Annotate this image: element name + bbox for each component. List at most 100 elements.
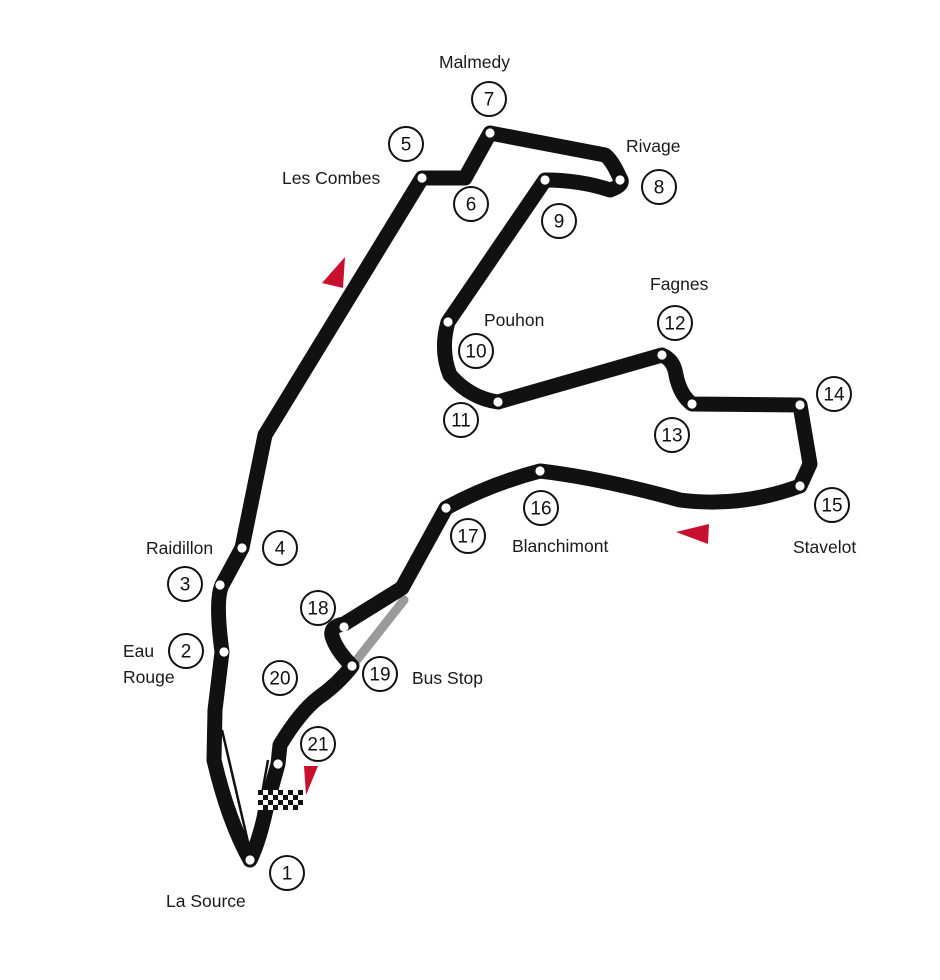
corner-badge-10: 10 bbox=[458, 333, 494, 369]
checker-square bbox=[268, 790, 273, 795]
corner-badge-circle bbox=[167, 566, 203, 602]
corner-name-10: Pouhon bbox=[484, 310, 544, 330]
corner-number: 20 bbox=[269, 669, 290, 690]
checker-square bbox=[283, 790, 288, 795]
corner-badge-2: 2 bbox=[168, 633, 204, 669]
checker-square bbox=[293, 795, 298, 800]
checker-square bbox=[263, 790, 268, 795]
corner-number: 12 bbox=[664, 314, 685, 335]
corner-node bbox=[215, 580, 225, 590]
corner-name-2-line2: Rouge bbox=[123, 667, 175, 687]
corner-node bbox=[273, 759, 283, 769]
corner-badge-19: 19 bbox=[362, 656, 398, 692]
corner-badge-circle bbox=[362, 656, 398, 692]
checker-square bbox=[288, 790, 293, 795]
corner-name-2-line1: Eau bbox=[123, 641, 154, 661]
corner-badge-circle bbox=[816, 376, 852, 412]
checker-square bbox=[298, 795, 303, 800]
corner-badge-circle bbox=[523, 490, 559, 526]
checker-square bbox=[258, 795, 263, 800]
corner-node bbox=[339, 622, 349, 632]
corner-node bbox=[245, 855, 255, 865]
checker-square bbox=[278, 800, 283, 805]
checker-square bbox=[273, 790, 278, 795]
checker-square bbox=[288, 800, 293, 805]
corner-badge-17: 17 bbox=[450, 518, 486, 554]
corner-badge-20: 20 bbox=[262, 660, 298, 696]
checker-square bbox=[268, 800, 273, 805]
corner-badge-16: 16 bbox=[523, 490, 559, 526]
track-main bbox=[206, 125, 818, 868]
corner-number: 7 bbox=[484, 90, 495, 111]
checker-square bbox=[258, 805, 263, 810]
checker-square bbox=[278, 790, 283, 795]
corner-badge-circle bbox=[450, 518, 486, 554]
checker-square bbox=[288, 795, 293, 800]
pit-entry-line bbox=[220, 729, 253, 856]
corner-badge-circle bbox=[262, 530, 298, 566]
corner-badge-21: 21 bbox=[300, 726, 336, 762]
corner-badge-8: 8 bbox=[641, 169, 677, 205]
corner-number: 14 bbox=[823, 385, 845, 406]
corner-badge-circle bbox=[262, 660, 298, 696]
checker-square bbox=[298, 800, 303, 805]
corner-badge-13: 13 bbox=[654, 417, 690, 453]
checker-square bbox=[283, 800, 288, 805]
corner-node bbox=[417, 173, 427, 183]
direction-arrow-icon bbox=[304, 766, 318, 795]
corner-name-1: La Source bbox=[166, 891, 246, 911]
checker-square bbox=[283, 805, 288, 810]
corner-badge-18: 18 bbox=[300, 590, 336, 626]
corner-node bbox=[687, 399, 697, 409]
corner-nodes bbox=[215, 128, 805, 865]
corner-badge-7: 7 bbox=[471, 81, 507, 117]
corner-node bbox=[347, 661, 357, 671]
corner-badge-circle bbox=[443, 402, 479, 438]
corner-number: 15 bbox=[821, 496, 842, 517]
corner-number: 19 bbox=[369, 665, 390, 686]
corner-badge-14: 14 bbox=[816, 376, 852, 412]
corner-badge-circle bbox=[814, 487, 850, 523]
corner-badge-circle bbox=[269, 855, 305, 891]
corner-badge-circle bbox=[300, 726, 336, 762]
checker-square bbox=[283, 795, 288, 800]
corner-name-8: Rivage bbox=[626, 136, 680, 156]
corner-number: 21 bbox=[307, 735, 328, 756]
corner-badge-9: 9 bbox=[541, 203, 577, 239]
checker-square bbox=[268, 795, 273, 800]
corner-number: 18 bbox=[307, 599, 328, 620]
corner-badge-11: 11 bbox=[443, 402, 479, 438]
direction-arrow-icon bbox=[676, 524, 709, 544]
checker-square bbox=[258, 790, 263, 795]
corner-badge-3: 3 bbox=[167, 566, 203, 602]
pit-lane bbox=[347, 595, 409, 671]
checker-square bbox=[258, 800, 263, 805]
corner-badge-1: 1 bbox=[269, 855, 305, 891]
corner-node bbox=[540, 175, 550, 185]
checker-square bbox=[293, 790, 298, 795]
corner-badge-15: 15 bbox=[814, 487, 850, 523]
checker-square bbox=[273, 800, 278, 805]
corner-node bbox=[535, 466, 545, 476]
corner-name-4: Raidillon bbox=[146, 538, 213, 558]
corner-badge-circle bbox=[388, 126, 424, 162]
corner-number: 13 bbox=[661, 426, 682, 447]
checker-square bbox=[298, 805, 303, 810]
corner-node bbox=[219, 647, 229, 657]
checker-square bbox=[278, 805, 283, 810]
corner-node bbox=[485, 128, 495, 138]
checker-square bbox=[298, 790, 303, 795]
checker-square bbox=[268, 805, 273, 810]
corner-number: 10 bbox=[465, 342, 486, 363]
checker-square bbox=[263, 795, 268, 800]
corner-name-7: Malmedy bbox=[439, 52, 510, 72]
corner-node bbox=[493, 397, 503, 407]
corner-number: 5 bbox=[401, 135, 412, 156]
checker-square bbox=[293, 800, 298, 805]
corner-name-5: Les Combes bbox=[282, 168, 380, 188]
corner-number: 2 bbox=[181, 642, 192, 663]
corner-number: 1 bbox=[282, 864, 293, 885]
corner-name-15: Stavelot bbox=[793, 537, 856, 557]
corner-badge-circle bbox=[654, 417, 690, 453]
